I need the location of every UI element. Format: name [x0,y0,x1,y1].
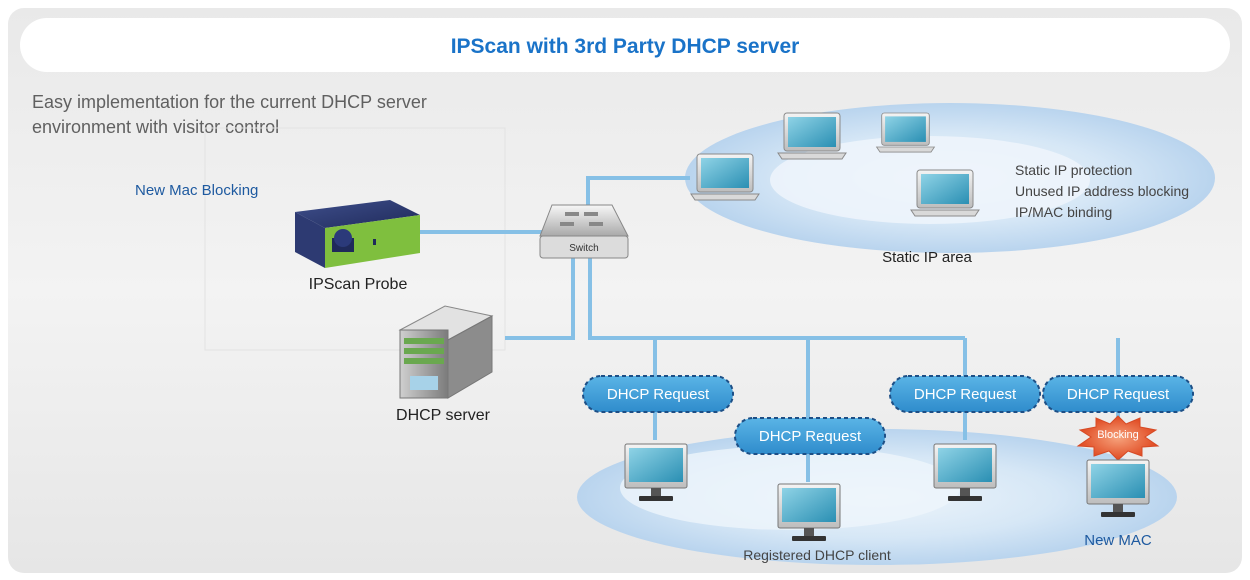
switch-label: Switch [569,243,598,254]
dhcp-request-bubble: DHCP Request [1042,375,1194,413]
probe-appliance-icon [295,200,420,268]
static-feature-1: Static IP protection [1015,162,1132,178]
dhcp-server-label: DHCP server [396,407,491,424]
blocking-label: Blocking [1097,429,1139,441]
svg-text:DHCP Request: DHCP Request [914,386,1017,403]
svg-text:DHCP Request: DHCP Request [759,428,862,445]
probe-label: IPScan Probe [309,276,408,293]
static-area-label: Static IP area [882,249,972,266]
static-feature-2: Unused IP address blocking [1015,183,1189,199]
dhcp-request-bubble: DHCP Request [889,375,1041,413]
svg-text:DHCP Request: DHCP Request [607,386,710,403]
subtitle-line-1: Easy implementation for the current DHCP… [32,92,427,112]
title-bar [20,18,1230,72]
dhcp-request-bubble: DHCP Request [734,417,886,455]
server-tower-icon [398,305,494,399]
probe-frame [204,127,506,351]
subtitle-line-2: environment with visitor control [32,117,279,137]
switch-icon [539,204,629,259]
registered-client-label: Registered DHCP client [743,547,891,563]
static-feature-3: IP/MAC binding [1015,204,1112,220]
new-mac-label: New MAC [1084,532,1152,549]
dhcp-request-bubble: DHCP Request [582,375,734,413]
page-title: IPScan with 3rd Party DHCP server [451,35,800,58]
probe-feature-label: New Mac Blocking [135,182,258,199]
svg-text:DHCP Request: DHCP Request [1067,386,1170,403]
